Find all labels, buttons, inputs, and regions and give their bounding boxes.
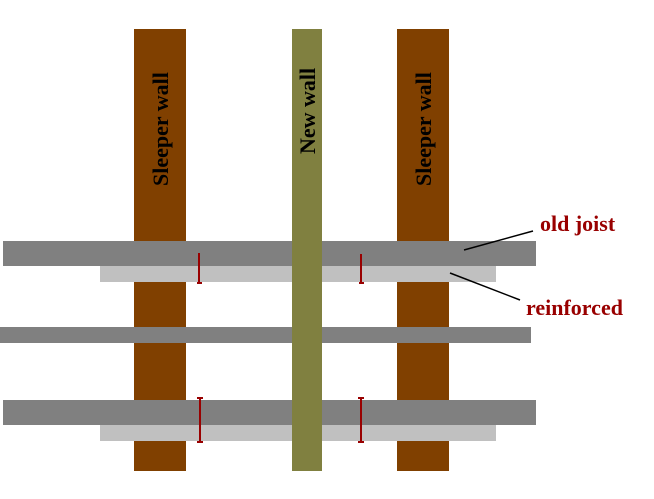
- bolt-markers: [197, 253, 364, 443]
- middle-joist: [0, 327, 531, 343]
- top-old-joist: [3, 241, 536, 266]
- old-joist-leader: [463, 230, 534, 251]
- old-joist-label: old joist: [540, 211, 616, 236]
- bottom-old-joist: [3, 400, 536, 425]
- new-wall: [292, 29, 322, 471]
- new-wall-label: New wall: [295, 68, 320, 154]
- reinforced-label: reinforced: [526, 295, 623, 320]
- reinforced-leader: [449, 272, 521, 301]
- left-sleeper-label: Sleeper wall: [148, 72, 173, 186]
- right-sleeper-label: Sleeper wall: [411, 72, 436, 186]
